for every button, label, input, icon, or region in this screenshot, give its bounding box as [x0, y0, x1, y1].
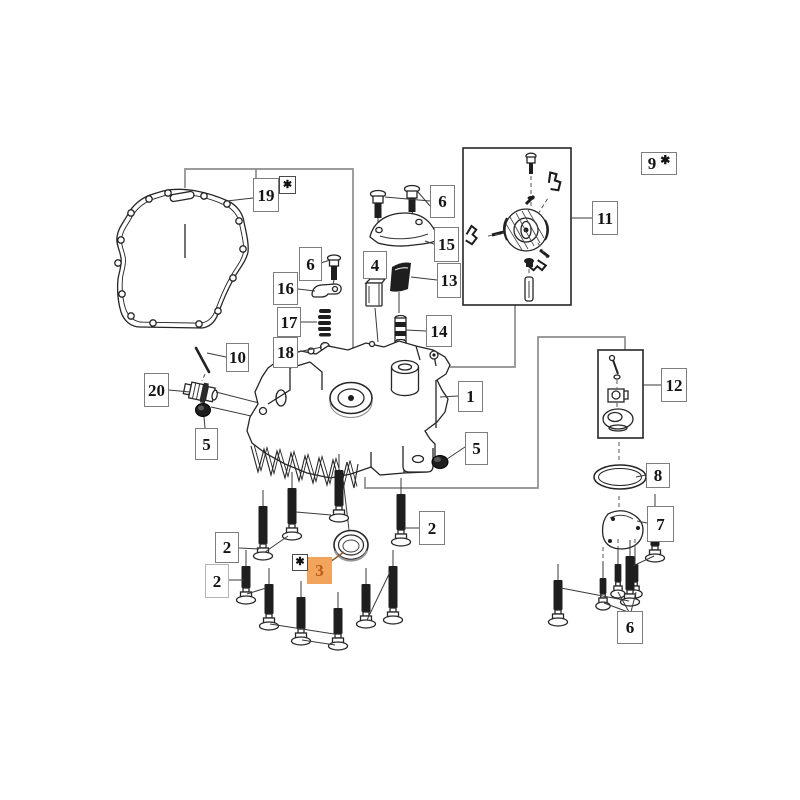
breather-element-illustration: [364, 278, 387, 343]
bolt-illustration: [258, 568, 280, 631]
callout-17[interactable]: 17: [277, 307, 301, 337]
bolt-chain-lines: [246, 511, 655, 646]
oil-pump-assembly-illustration: [597, 349, 644, 439]
breather-plate-illustration: [369, 212, 438, 247]
callout-6-mid[interactable]: 6: [299, 247, 322, 281]
leader-lines: [168, 191, 661, 613]
callout-4[interactable]: 4: [363, 251, 387, 279]
bolt-illustration: [235, 550, 257, 605]
bolt-illustration: [547, 564, 569, 627]
callout-18[interactable]: 18: [273, 337, 298, 368]
bolt-illustration: [290, 581, 312, 646]
gasket-bolt-holes: [114, 189, 247, 328]
callout-5-right[interactable]: 5: [465, 432, 488, 465]
callout-3-star: ✱: [292, 554, 308, 571]
pin-illustration: [194, 346, 211, 382]
oil-sensor-illustration: [182, 381, 218, 404]
callout-3-highlighted[interactable]: 3: [307, 557, 332, 584]
callout-19-star: ✱: [279, 176, 296, 194]
gasket-illustration: [114, 188, 249, 329]
callout-11[interactable]: 11: [592, 201, 618, 235]
callout-9[interactable]: 9✱: [641, 152, 677, 175]
drain-plug-left-illustration: [195, 403, 211, 417]
callout-6-top[interactable]: 6: [430, 185, 455, 218]
bolt-illustration: [281, 472, 303, 541]
callout-9-star: ✱: [660, 152, 671, 167]
bolt-illustration: [327, 592, 349, 651]
callout-10[interactable]: 10: [226, 343, 249, 372]
callout-12[interactable]: 12: [661, 368, 687, 402]
bolt-illustration: [252, 490, 274, 561]
flange-bolts-illustration: [235, 454, 666, 651]
callout-5-left[interactable]: 5: [195, 428, 218, 460]
callout-14[interactable]: 14: [426, 315, 452, 347]
callout-15[interactable]: 15: [434, 227, 459, 262]
callout-20[interactable]: 20: [144, 373, 169, 407]
callout-16[interactable]: 16: [273, 272, 298, 305]
drain-plug-right-illustration: [431, 455, 449, 469]
governor-arm-illustration: [311, 254, 342, 298]
bolt-illustration: [390, 478, 412, 547]
bolt-illustration: [355, 568, 377, 629]
callout-9-label: 9: [647, 154, 657, 173]
callout-2-left-upper[interactable]: 2: [215, 532, 239, 563]
callout-2-right[interactable]: 2: [419, 511, 445, 545]
callout-7[interactable]: 7: [647, 506, 674, 542]
governor-assembly-illustration: [462, 147, 572, 306]
bolt-illustration: [595, 562, 611, 611]
pump-cover-illustration: [601, 510, 644, 550]
callout-6-bottom[interactable]: 6: [617, 611, 643, 644]
callout-1[interactable]: 1: [458, 381, 483, 412]
callout-19-label: 19: [257, 185, 275, 205]
callout-19[interactable]: 19: [253, 178, 279, 212]
bolt-illustration: [328, 454, 350, 523]
baffle-plate-illustration: [390, 262, 411, 313]
bolt-illustration: [610, 548, 626, 599]
spring-illustration: [318, 309, 331, 337]
bracket-lines: [184, 168, 626, 489]
bolt-illustration: [382, 550, 404, 625]
callout-8[interactable]: 8: [646, 463, 670, 488]
crankcase-illustration: [246, 340, 451, 490]
breather-bolts-illustration: [369, 184, 421, 228]
callout-13[interactable]: 13: [437, 263, 461, 298]
callout-2-left-lower[interactable]: 2: [205, 564, 229, 598]
